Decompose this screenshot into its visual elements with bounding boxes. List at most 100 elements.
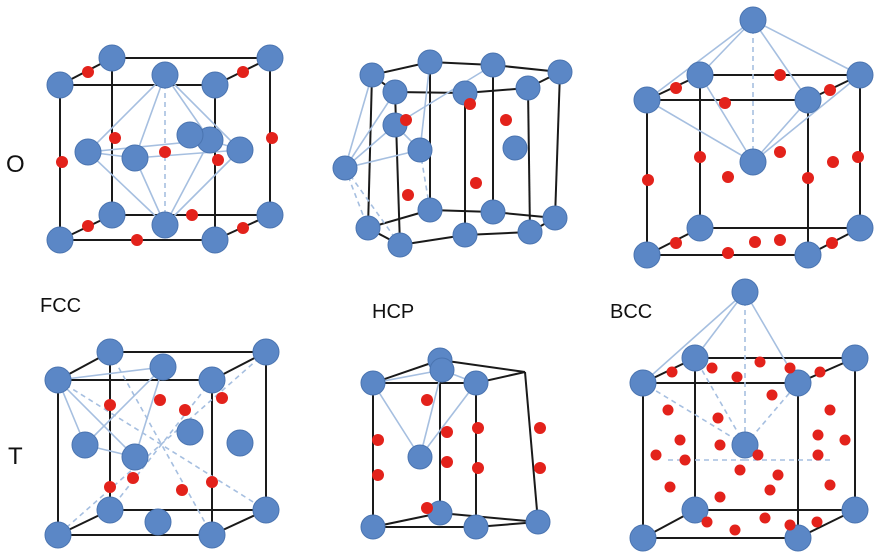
host-atom xyxy=(629,369,657,397)
interstitial-site xyxy=(159,146,171,158)
interstitial-site xyxy=(764,484,776,496)
host-atom xyxy=(480,52,506,78)
bond-line xyxy=(646,99,754,163)
host-atom xyxy=(515,75,541,101)
interstitial-site xyxy=(176,484,188,496)
label-hcp: HCP xyxy=(372,301,414,323)
bond-line xyxy=(344,149,421,169)
row-label-o: O xyxy=(6,151,25,178)
host-atom xyxy=(633,86,661,114)
host-atom xyxy=(452,222,478,248)
host-atom xyxy=(98,201,126,229)
host-atom xyxy=(502,135,528,161)
host-atom xyxy=(96,496,124,524)
host-atom xyxy=(198,521,226,549)
hidden-bond-line xyxy=(57,351,267,536)
bond-line xyxy=(699,74,754,163)
host-atom xyxy=(633,241,661,269)
host-atom xyxy=(429,357,455,383)
host-atom xyxy=(463,514,489,540)
host-atom xyxy=(74,138,102,166)
bond-line xyxy=(57,366,164,381)
interstitial-site xyxy=(642,174,654,186)
bond-line xyxy=(57,379,136,458)
host-atom xyxy=(121,443,149,471)
host-atom xyxy=(480,199,506,225)
host-atom xyxy=(201,71,229,99)
interstitial-site xyxy=(472,462,484,474)
host-atom xyxy=(198,366,226,394)
interstitial-site xyxy=(82,220,94,232)
host-atom xyxy=(739,148,767,176)
interstitial-site xyxy=(650,449,662,461)
interstitial-site xyxy=(670,237,682,249)
host-atom xyxy=(176,121,204,149)
cell-edge xyxy=(527,87,531,233)
host-atom xyxy=(46,71,74,99)
bond-line xyxy=(164,74,241,151)
interstitial-site xyxy=(824,479,836,491)
host-atom xyxy=(731,431,759,459)
host-atom xyxy=(252,338,280,366)
interstitial-site xyxy=(812,429,824,441)
host-atom xyxy=(256,201,284,229)
host-atom xyxy=(681,496,709,524)
host-atom xyxy=(686,61,714,89)
cell-edge xyxy=(367,74,373,229)
interstitial-site xyxy=(694,151,706,163)
bond-line xyxy=(84,366,164,446)
interstitial-site xyxy=(212,154,224,166)
host-atom xyxy=(417,49,443,75)
host-atom xyxy=(226,429,254,457)
interstitial-site xyxy=(441,426,453,438)
interstitial-site xyxy=(674,434,686,446)
interstitial-site xyxy=(402,189,414,201)
cell-edge xyxy=(439,512,539,523)
interstitial-site xyxy=(784,519,796,531)
host-atom xyxy=(360,370,386,396)
host-atom xyxy=(98,44,126,72)
host-atom xyxy=(841,496,869,524)
cell-hcp-tetrahedral xyxy=(360,347,551,540)
host-atom xyxy=(731,278,759,306)
host-atom xyxy=(176,418,204,446)
interstitial-site xyxy=(109,132,121,144)
bond-line xyxy=(164,139,211,226)
host-atom xyxy=(121,144,149,172)
interstitial-site xyxy=(734,464,746,476)
interstitial-site xyxy=(216,392,228,404)
interstitial-site xyxy=(774,146,786,158)
interstitial-site xyxy=(82,66,94,78)
host-atom xyxy=(739,6,767,34)
host-atom xyxy=(846,214,874,242)
host-atom xyxy=(463,370,489,396)
bond-line xyxy=(134,74,166,159)
bond-line xyxy=(752,19,809,101)
interstitial-site xyxy=(666,366,678,378)
bond-line xyxy=(752,19,861,76)
interstitial-site xyxy=(56,156,68,168)
interstitial-site xyxy=(400,114,412,126)
host-atom xyxy=(44,521,72,549)
bond-line xyxy=(752,99,809,163)
interstitial-site xyxy=(104,399,116,411)
interstitial-site xyxy=(752,449,764,461)
interstitial-site xyxy=(131,234,143,246)
host-atom xyxy=(144,508,172,536)
interstitial-site xyxy=(719,97,731,109)
host-atom xyxy=(629,524,657,552)
host-atom xyxy=(525,509,551,535)
host-atom xyxy=(359,62,385,88)
interstitial-site xyxy=(670,82,682,94)
interstitial-site xyxy=(827,156,839,168)
host-atom xyxy=(784,524,812,552)
host-atom xyxy=(681,344,709,372)
bond-line xyxy=(642,291,746,384)
interstitial-site xyxy=(826,237,838,249)
bond-line xyxy=(752,74,861,163)
interstitial-site xyxy=(749,236,761,248)
label-bcc: BCC xyxy=(610,301,652,323)
hidden-bond-line xyxy=(642,382,746,446)
host-atom xyxy=(794,86,822,114)
